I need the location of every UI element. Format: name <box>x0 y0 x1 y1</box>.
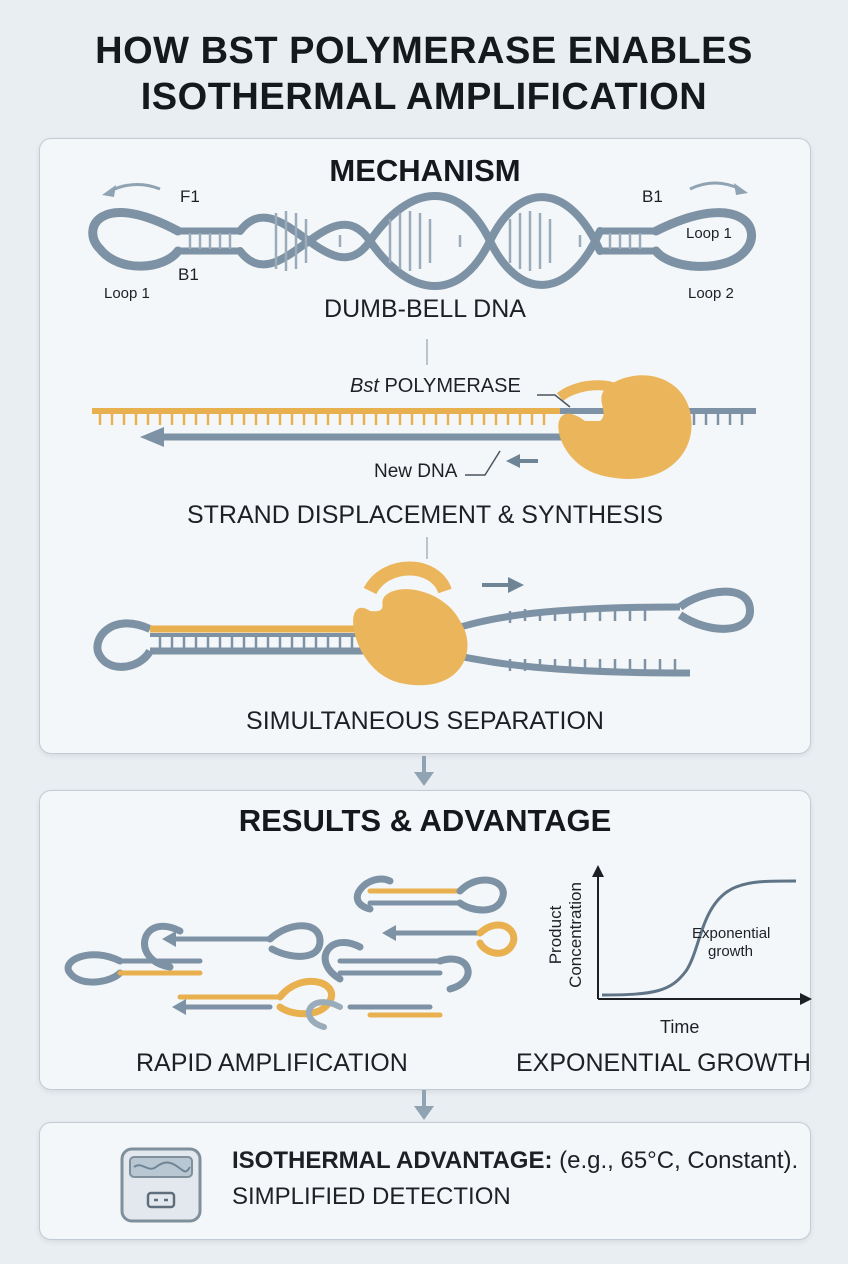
mechanism-panel: MECHANISM <box>39 138 811 754</box>
isothermal-panel: ISOTHERMAL ADVANTAGE: (e.g., 65°C, Const… <box>39 1122 811 1240</box>
chart-annotation-2: growth <box>708 943 753 960</box>
flow-arrow-icon-2 <box>404 1088 444 1124</box>
separation-diagram <box>40 551 810 701</box>
caption-strand-displacement: STRAND DISPLACEMENT & SYNTHESIS <box>40 501 810 530</box>
chart-annotation-1: Exponential <box>692 925 770 942</box>
page-title: HOW BST POLYMERASE ENABLES ISOTHERMAL AM… <box>0 28 848 120</box>
water-bath-icon <box>112 1135 232 1231</box>
isothermal-label: ISOTHERMAL ADVANTAGE: <box>232 1147 552 1174</box>
direction-arrow-icon <box>506 454 520 468</box>
new-dna-arrow-icon <box>140 427 164 447</box>
growth-chart <box>576 861 836 1041</box>
caption-dumbbell: DUMB-BELL DNA <box>40 295 810 324</box>
title-line-1: HOW BST POLYMERASE ENABLES <box>0 28 848 74</box>
arrow-head-left-icon <box>102 185 116 197</box>
isothermal-line2: SIMPLIFIED DETECTION <box>232 1179 798 1215</box>
label-b1-left: B1 <box>178 265 199 285</box>
diverging-rungs <box>510 609 675 671</box>
chart-ylabel: Product Concentration <box>546 865 586 1005</box>
label-new-dna: New DNA <box>374 461 457 483</box>
orange-teeth <box>100 413 544 425</box>
title-line-2: ISOTHERMAL AMPLIFICATION <box>0 74 848 120</box>
caption-separation: SIMULTANEOUS SEPARATION <box>40 707 810 736</box>
flow-arrow-icon <box>404 754 444 790</box>
results-panel: RESULTS & ADVANTAGE <box>39 790 811 1090</box>
label-b1-right: B1 <box>642 187 663 207</box>
isothermal-text: ISOTHERMAL ADVANTAGE: (e.g., 65°C, Const… <box>232 1143 798 1215</box>
caption-rapid-amplification: RAPID AMPLIFICATION <box>136 1049 396 1078</box>
label-bst-polymerase: Bst POLYMERASE <box>350 375 521 398</box>
arrow-head-right-icon <box>734 183 748 195</box>
label-f1: F1 <box>180 187 200 207</box>
label-loop1-right: Loop 1 <box>686 225 732 242</box>
polymerase-shape-2 <box>353 589 467 685</box>
left-loop <box>93 213 178 267</box>
separation-rungs <box>160 637 352 649</box>
isothermal-detail: (e.g., 65°C, Constant). <box>552 1147 798 1174</box>
motion-arrow-icon <box>508 577 524 593</box>
results-heading: RESULTS & ADVANTAGE <box>40 803 810 839</box>
y-axis-arrow-icon <box>592 865 604 877</box>
caption-exponential-growth: EXPONENTIAL GROWTH <box>516 1049 800 1078</box>
x-axis-arrow-icon <box>800 993 812 1005</box>
rapid-amplification-diagram <box>40 851 520 1071</box>
chart-xlabel: Time <box>660 1017 699 1038</box>
